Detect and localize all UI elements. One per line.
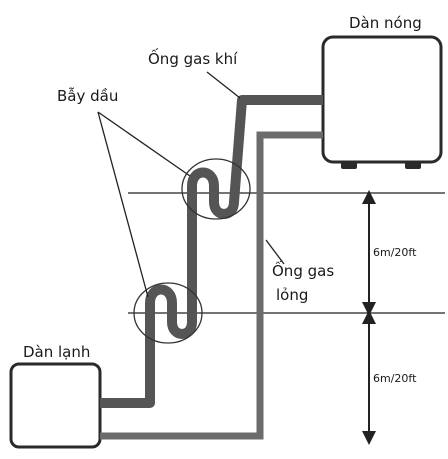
oil-trap-pointer-upper [97, 111, 191, 177]
gas-pipe-pointer [206, 71, 241, 99]
liquid-gas-pipe [100, 131, 323, 440]
oil-trap-label: Bẫy dầu [57, 87, 118, 105]
outdoor-unit-foot-left [341, 161, 357, 169]
liquid-pipe-label-line1: Ống gas [272, 259, 334, 280]
gas-pipe-label: Ống gas khí [148, 47, 238, 68]
height-upper-label: 6m/20ft [373, 246, 417, 259]
suction-gas-pipe [100, 95, 323, 408]
height-lower-label: 6m/20ft [373, 372, 417, 385]
liquid-pipe-label-line2: lỏng [276, 286, 308, 304]
outdoor-unit-foot-right [405, 161, 421, 169]
oil-trap-pointer-lower [97, 111, 149, 298]
liquid-pipe-pointer [265, 239, 285, 265]
oil-trap-lower-circle [133, 282, 203, 344]
oil-trap-upper-circle [181, 158, 251, 220]
outdoor-unit [321, 35, 443, 169]
indoor-unit-box [9, 362, 102, 449]
outdoor-unit-box [321, 35, 443, 164]
outdoor-unit-label: Dàn nóng [349, 14, 422, 32]
indoor-unit-label: Dàn lạnh [23, 343, 90, 361]
